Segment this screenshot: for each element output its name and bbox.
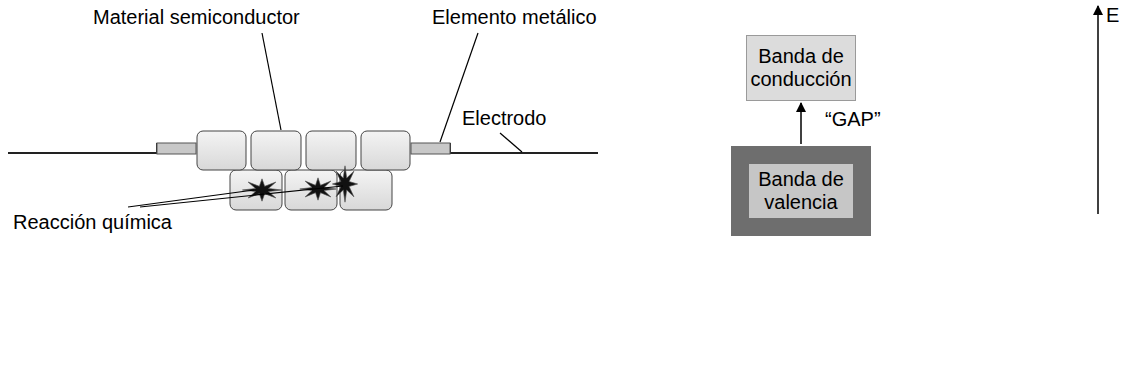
metal-element	[411, 143, 450, 154]
semiconductor-grain	[361, 131, 410, 170]
band-text: Banda de valencia	[751, 168, 851, 214]
gap-arrow	[800, 103, 802, 144]
axis-label: E	[1106, 4, 1119, 27]
part-label: Reacción química	[13, 211, 172, 234]
leader-line	[262, 33, 281, 130]
reaction-burst	[242, 179, 281, 201]
electrode-wire	[8, 143, 157, 153]
leader-line	[128, 190, 254, 207]
edge-label: “GAP”	[823, 108, 883, 131]
leader-line	[140, 186, 343, 207]
energy-axis	[1097, 6, 1099, 214]
band-text: Banda de conducción	[750, 45, 851, 91]
part-label: Material semiconductor	[93, 6, 300, 29]
valence-band: Banda de valencia	[731, 146, 871, 236]
metal-element	[157, 143, 196, 154]
semiconductor-grain	[197, 131, 246, 170]
reaction-burst	[332, 166, 357, 202]
conduction-band: Banda de conducción	[746, 35, 856, 101]
part-label: Electrodo	[462, 107, 547, 130]
semiconductor-grain	[251, 131, 301, 170]
semiconductor-grain	[285, 170, 337, 210]
semiconductor-grain	[306, 131, 356, 170]
leader-line	[500, 133, 522, 152]
electrode-wire	[450, 143, 598, 153]
part-label: Elemento metálico	[432, 6, 597, 29]
semiconductor-grain	[230, 170, 282, 210]
